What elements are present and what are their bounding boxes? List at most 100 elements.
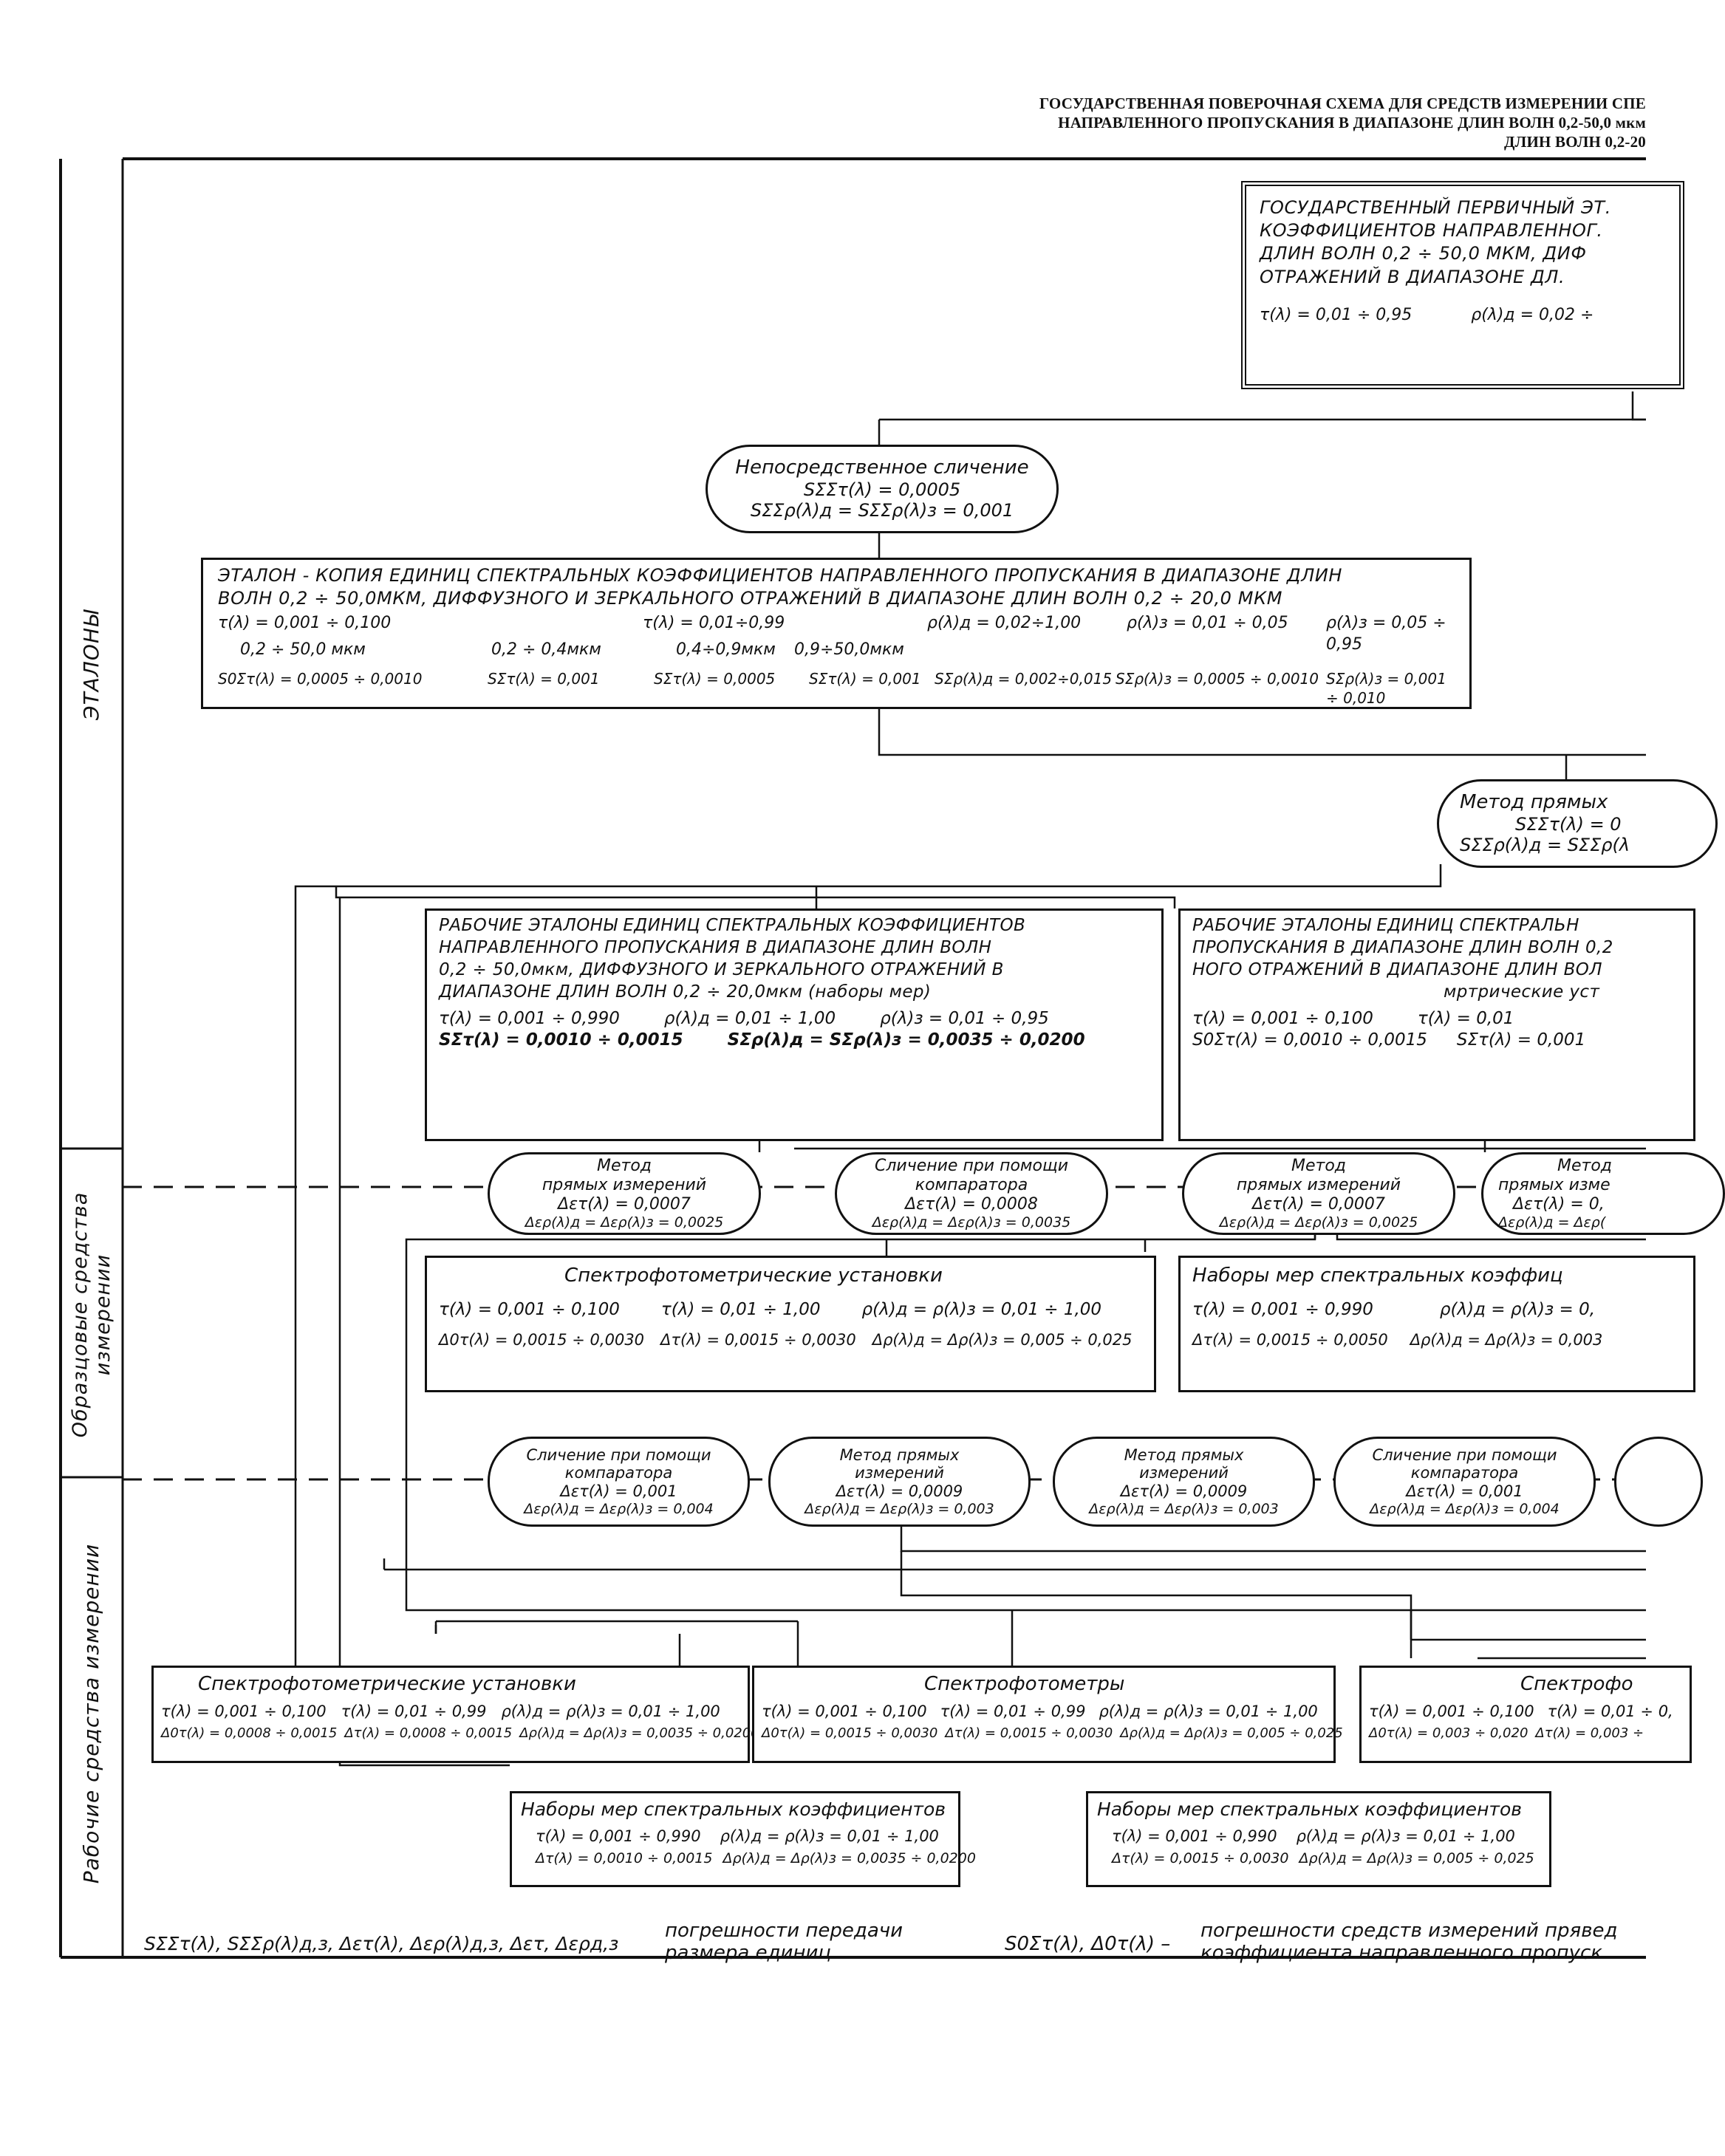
wk2-title: Спектрофотометры	[924, 1673, 1125, 1695]
m2-0-l4: Δερ(λ)д = Δερ(λ)з = 0,004	[524, 1500, 714, 1517]
wk3-title: Спектрофо	[1520, 1673, 1633, 1695]
copy-r2-2: 0,4÷0,9мкм	[676, 640, 776, 660]
wk5-r1-0: τ(λ) = 0,001 ÷ 0,990	[1112, 1827, 1277, 1845]
wk1-r1-2: ρ(λ)д = ρ(λ)з = 0,01 ÷ 1,00	[501, 1702, 720, 1720]
copy-r1-2: ρ(λ)д = 0,02÷1,00	[927, 614, 1082, 633]
method-row1-direct-1: Метод прямых измерений Δετ(λ) = 0,0007 Δ…	[488, 1152, 761, 1235]
method2-title: Метод прямых	[1460, 791, 1608, 814]
connector-lines	[59, 157, 1646, 1959]
m2-2-l2: измерений	[1139, 1464, 1229, 1482]
work-left-s0: SΣτ(λ) = 0,0010 ÷ 0,0015	[439, 1030, 683, 1050]
wk5-r2-1: Δρ(λ)д = Δρ(λ)з = 0,005 ÷ 0,025	[1299, 1849, 1534, 1866]
method-row1-direct-2: Метод прямых измерений Δετ(λ) = 0,0007 Δ…	[1182, 1152, 1455, 1235]
method-row2-comparator-2: Сличение при помощи компаратора Δετ(λ) =…	[1333, 1437, 1596, 1527]
working-spectrophotometers-cut: Спектрофо τ(λ) = 0,001 ÷ 0,100 τ(λ) = 0,…	[1359, 1666, 1692, 1763]
primary-line-3: ДЛИН ВОЛН 0,2 ÷ 50,0 МКМ, ДИФ	[1260, 243, 1587, 264]
m1-2-l3: Δετ(λ) = 0,0007	[1252, 1194, 1385, 1214]
m2-3-l2: компаратора	[1410, 1464, 1519, 1482]
wk2-r1-2: ρ(λ)д = ρ(λ)з = 0,01 ÷ 1,00	[1099, 1702, 1318, 1720]
method-row1-direct-3: Метод прямых изме Δετ(λ) = 0, Δερ(λ)д = …	[1481, 1152, 1725, 1235]
method1-line3: SΣΣρ(λ)д = SΣΣρ(λ)з = 0,001	[750, 500, 1014, 521]
m2-1-l1: Метод прямых	[839, 1445, 960, 1464]
method1-line2: SΣΣτ(λ) = 0,0005	[803, 479, 961, 501]
wk2-r1-1: τ(λ) = 0,01 ÷ 0,99	[940, 1702, 1086, 1720]
legend-symbols-1: SΣΣτ(λ), SΣΣρ(λ)д,з, Δετ(λ), Δερ(λ)д,з, …	[144, 1933, 619, 1954]
section-label-working: Рабочие средства измерении	[78, 1543, 103, 1884]
ref-left-r2-0: Δ0τ(λ) = 0,0015 ÷ 0,0030	[439, 1330, 645, 1349]
etalon-copy-box: ЭТАЛОН - КОПИЯ ЕДИНИЦ СПЕКТРАЛЬНЫХ КОЭФФ…	[201, 558, 1472, 709]
copy-r3-5: SΣρ(λ)з = 0,0005 ÷ 0,0010	[1116, 670, 1319, 688]
m1-3-l2: прямых изме	[1498, 1175, 1610, 1194]
m2-0-l1: Сличение при помощи	[526, 1445, 711, 1464]
wk4-r1-0: τ(λ) = 0,001 ÷ 0,990	[536, 1827, 701, 1845]
m1-3-l4: Δερ(λ)д = Δερ(	[1498, 1214, 1606, 1231]
section-label-reference-line1: Образцовые средства	[68, 1191, 92, 1438]
method2-line2: SΣΣτ(λ) = 0	[1515, 814, 1622, 835]
m1-1-l4: Δερ(λ)д = Δερ(λ)з = 0,0035	[872, 1214, 1071, 1231]
work-right-line-2: ПРОПУСКАНИЯ В ДИАПАЗОНЕ ДЛИН ВОЛН 0,2	[1192, 937, 1613, 957]
copy-r3-2: SΣτ(λ) = 0,0005	[654, 670, 776, 688]
wk4-r2-0: Δτ(λ) = 0,0010 ÷ 0,0015	[536, 1849, 713, 1866]
copy-r3-3: SΣτ(λ) = 0,001	[809, 670, 921, 688]
legend-desc-2: погрешности средств измерений прявед коэ…	[1200, 1920, 1618, 1965]
m2-0-l2: компаратора	[564, 1464, 673, 1482]
primary-line-2: КОЭФФИЦИЕНТОВ НАПРАВЛЕННОГ.	[1260, 220, 1603, 242]
wk4-r2-1: Δρ(λ)д = Δρ(λ)з = 0,0035 ÷ 0,0200	[723, 1849, 976, 1866]
ref-right-r2-1: Δρ(λ)д = Δρ(λ)з = 0,003	[1410, 1330, 1603, 1349]
method-direct-comparison: Непосредственное сличение SΣΣτ(λ) = 0,00…	[706, 445, 1059, 533]
working-etalons-sets-box: РАБОЧИЕ ЭТАЛОНЫ ЕДИНИЦ СПЕКТРАЛЬНЫХ КОЭФ…	[425, 908, 1164, 1141]
working-measure-sets-1: Наборы мер спектральных коэффициентов τ(…	[510, 1791, 976, 1887]
ref-left-r2-2: Δρ(λ)д = Δρ(λ)з = 0,005 ÷ 0,025	[872, 1330, 1133, 1349]
method-row1-comparator: Сличение при помощи компаратора Δετ(λ) =…	[835, 1152, 1108, 1235]
m2-2-l4: Δερ(λ)д = Δερ(λ)з = 0,003	[1089, 1500, 1279, 1517]
work-left-p0: τ(λ) = 0,001 ÷ 0,990	[439, 1008, 620, 1028]
m1-0-l3: Δετ(λ) = 0,0007	[558, 1194, 691, 1214]
work-left-line-2: НАПРАВЛЕННОГО ПРОПУСКАНИЯ В ДИАПАЗОНЕ ДЛ…	[439, 937, 992, 957]
legend-desc-1a: погрешности передачи	[665, 1920, 904, 1942]
working-spectrophotometers: Спектрофотометры τ(λ) = 0,001 ÷ 0,100 τ(…	[752, 1666, 1343, 1763]
m2-2-l1: Метод прямых	[1124, 1445, 1244, 1464]
wk5-r2-0: Δτ(λ) = 0,0015 ÷ 0,0030	[1112, 1849, 1289, 1866]
ref-left-r1-2: ρ(λ)д = ρ(λ)з = 0,01 ÷ 1,00	[861, 1299, 1102, 1319]
ref-right-r1-0: τ(λ) = 0,001 ÷ 0,990	[1192, 1299, 1373, 1319]
m1-0-l1: Метод	[596, 1156, 652, 1175]
primary-param-tau: τ(λ) = 0,01 ÷ 0,95	[1260, 305, 1413, 324]
copy-r3-4: SΣρ(λ)д = 0,002÷0,015	[935, 670, 1113, 688]
m1-1-l3: Δετ(λ) = 0,0008	[905, 1194, 1038, 1214]
work-left-s1: SΣρ(λ)д = SΣρ(λ)з = 0,0035 ÷ 0,0200	[727, 1030, 1085, 1050]
working-etalons-installations-box: РАБОЧИЕ ЭТАЛОНЫ ЕДИНИЦ СПЕКТРАЛЬН ПРОПУС…	[1178, 908, 1695, 1141]
copy-r2-3: 0,9÷50,0мкм	[794, 640, 904, 660]
legend-symbols-2: S0Στ(λ), Δ0τ(λ) –	[1005, 1933, 1171, 1955]
method2-line3: SΣΣρ(λ)д = SΣΣρ(λ	[1460, 835, 1630, 856]
wk1-r2-2: Δρ(λ)д = Δρ(λ)з = 0,0035 ÷ 0,0200	[519, 1725, 759, 1742]
wk5-title: Наборы мер спектральных коэффициентов	[1097, 1799, 1522, 1820]
wk1-r2-1: Δτ(λ) = 0,0008 ÷ 0,0015	[344, 1725, 513, 1742]
m1-3-l3: Δετ(λ) = 0,	[1513, 1194, 1605, 1214]
work-right-s0: S0Στ(λ) = 0,0010 ÷ 0,0015	[1192, 1030, 1427, 1050]
method-row2-direct-2: Метод прямых измерений Δετ(λ) = 0,0009 Δ…	[1053, 1437, 1315, 1527]
m2-3-l1: Сличение при помощи	[1372, 1445, 1557, 1464]
work-left-line-1: РАБОЧИЕ ЭТАЛОНЫ ЕДИНИЦ СПЕКТРАЛЬНЫХ КОЭФ…	[439, 916, 1026, 935]
wk5-r1-1: ρ(λ)д = ρ(λ)з = 0,01 ÷ 1,00	[1296, 1827, 1515, 1845]
ref-left-r1-1: τ(λ) = 0,01 ÷ 1,00	[660, 1299, 821, 1319]
wk4-r1-1: ρ(λ)д = ρ(λ)з = 0,01 ÷ 1,00	[720, 1827, 939, 1845]
work-right-s1: SΣτ(λ) = 0,001	[1456, 1030, 1586, 1050]
work-right-line-1: РАБОЧИЕ ЭТАЛОНЫ ЕДИНИЦ СПЕКТРАЛЬН	[1192, 916, 1579, 935]
method-direct-measurements-top: Метод прямых SΣΣτ(λ) = 0 SΣΣρ(λ)д = SΣΣρ…	[1437, 779, 1718, 868]
work-left-p2: ρ(λ)з = 0,01 ÷ 0,95	[880, 1008, 1049, 1028]
copy-line-1: ЭТАЛОН - КОПИЯ ЕДИНИЦ СПЕКТРАЛЬНЫХ КОЭФФ…	[218, 565, 1343, 586]
wk2-r1-0: τ(λ) = 0,001 ÷ 0,100	[762, 1702, 927, 1720]
work-left-line-3: 0,2 ÷ 50,0мкм, ДИФФУЗНОГО И ЗЕРКАЛЬНОГО …	[439, 959, 1004, 979]
legend-desc-2b: коэффициента направленного пропуск	[1200, 1941, 1603, 1964]
m1-0-l2: прямых измерений	[542, 1175, 707, 1194]
m2-1-l3: Δετ(λ) = 0,0009	[836, 1482, 963, 1501]
wk3-r2-0: Δ0τ(λ) = 0,003 ÷ 0,020	[1369, 1725, 1528, 1742]
m2-2-l3: Δετ(λ) = 0,0009	[1120, 1482, 1248, 1501]
copy-r3-0: S0Στ(λ) = 0,0005 ÷ 0,0010	[218, 670, 423, 688]
wk1-r1-0: τ(λ) = 0,001 ÷ 0,100	[161, 1702, 327, 1720]
working-measure-sets-2: Наборы мер спектральных коэффициентов τ(…	[1086, 1791, 1551, 1887]
work-right-line-4: мртрические уст	[1444, 982, 1600, 1002]
m2-1-l4: Δερ(λ)д = Δερ(λ)з = 0,003	[805, 1500, 994, 1517]
wk3-r1-0: τ(λ) = 0,001 ÷ 0,100	[1369, 1702, 1534, 1720]
header-line-2: НАПРАВЛЕННОГО ПРОПУСКАНИЯ В ДИАПАЗОНЕ ДЛ…	[1058, 114, 1646, 131]
